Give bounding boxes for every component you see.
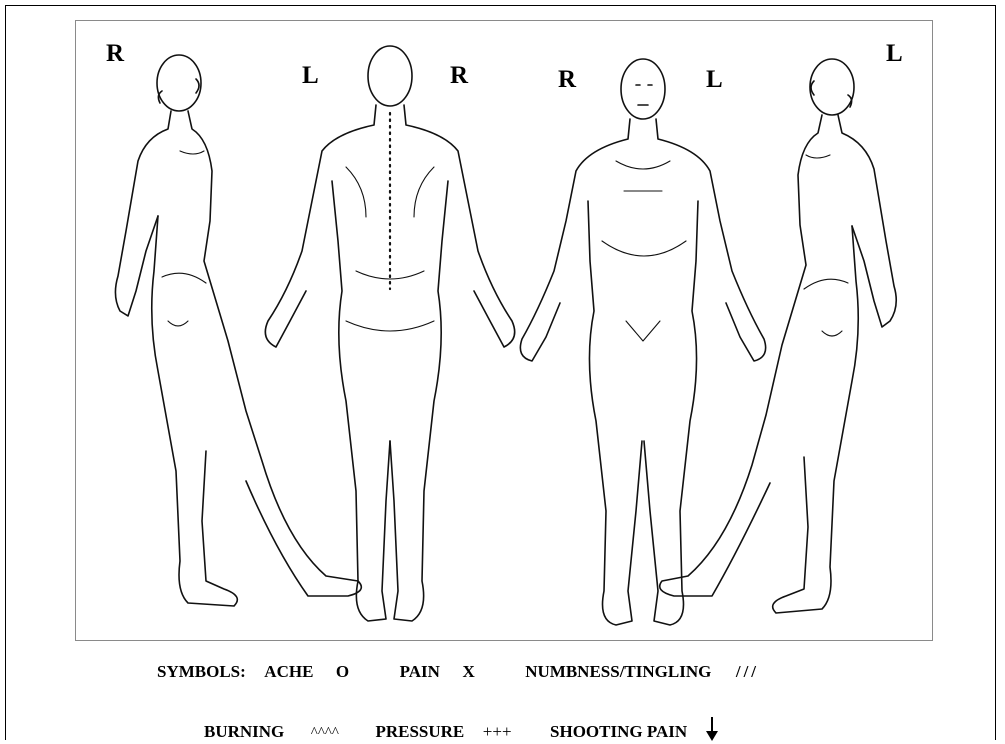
front-figure [520, 59, 765, 625]
back-figure [265, 46, 514, 621]
side-left-label-l: L [886, 41, 903, 66]
pressure-label: PRESSURE [375, 723, 464, 740]
symbols-heading: SYMBOLS: [157, 663, 246, 680]
body-outlines [76, 21, 934, 642]
side-right-label-r: R [106, 41, 124, 66]
ache-label: ACHE [264, 663, 313, 680]
burning-label: BURNING [204, 723, 284, 740]
right-side-figure [115, 55, 361, 606]
back-right-label-r: R [450, 63, 468, 88]
body-diagram-frame: R L R R L L [75, 20, 933, 641]
burning-symbol: ^^^^ [311, 726, 339, 741]
back-left-label-l: L [302, 63, 319, 88]
symbols-legend-row-1: SYMBOLS: ACHE O PAIN X NUMBNESS/TINGLING… [157, 663, 759, 680]
symbols-legend-row-2: BURNING ^^^^ PRESSURE +++ SHOOTING PAIN [204, 713, 718, 741]
shooting-pain-label: SHOOTING PAIN [550, 723, 687, 740]
numbness-tingling-symbol: /// [736, 663, 759, 680]
numbness-tingling-label: NUMBNESS/TINGLING [525, 663, 711, 680]
front-left-label-l: L [706, 67, 723, 92]
pressure-symbol: +++ [483, 723, 512, 740]
ache-symbol: O [336, 663, 349, 680]
down-arrow-icon [706, 717, 718, 744]
front-right-label-r: R [558, 67, 576, 92]
pain-symbol: X [462, 663, 474, 680]
pain-label: PAIN [400, 663, 440, 680]
